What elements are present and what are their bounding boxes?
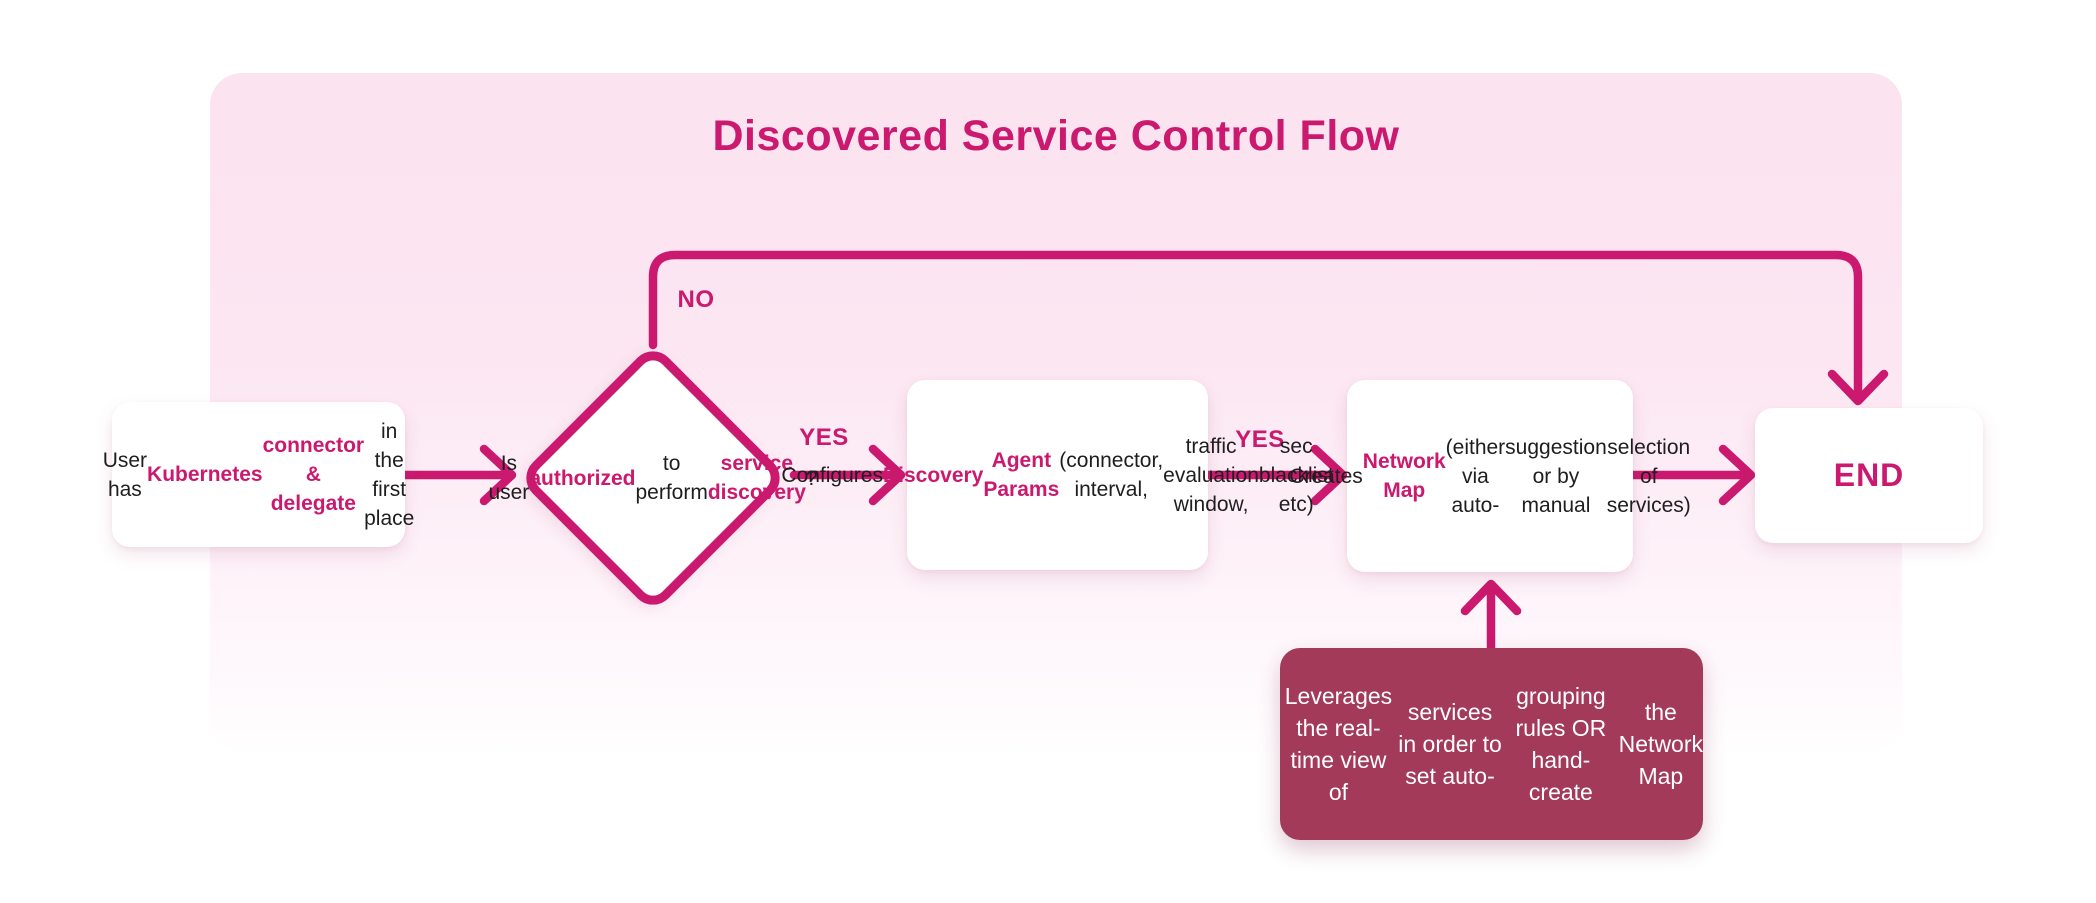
text-segment: Agent Params: [983, 449, 1060, 501]
arrowhead-no-loop: [1827, 369, 1889, 406]
text-segment: grouping rules OR hand-create: [1515, 683, 1607, 805]
text-segment: traffic evaluation window,: [1163, 434, 1259, 516]
node-create-network-map: Creates Network Map(either via auto-sugg…: [1289, 380, 1691, 572]
text-segment: Kubernetes: [147, 463, 263, 486]
text-segment: Network Map: [1362, 450, 1446, 502]
arrowhead-start-to-decision: [479, 444, 517, 506]
text-segment: connector & delegate: [262, 434, 365, 515]
connector-no-loop: [648, 250, 1863, 403]
text-segment: services in order to set auto-: [1398, 699, 1502, 789]
text-segment: sec blacklist etc): [1258, 434, 1334, 516]
text-segment: in the first place: [364, 419, 415, 530]
text-segment: (connector, interval,: [1059, 449, 1164, 501]
text-segment: Discovery: [882, 463, 984, 487]
text-segment: Creates: [1289, 464, 1363, 488]
arrowhead-create-to-end: [1718, 444, 1756, 506]
text-segment: suggestion or by manual: [1505, 435, 1607, 517]
arrowhead-note-to-create: [1460, 579, 1522, 616]
text-segment: service discovery: [707, 452, 806, 504]
text-segment: authorized: [529, 466, 636, 490]
text-segment: Is user: [488, 452, 530, 504]
text-segment: (either via auto-: [1445, 435, 1506, 517]
arrowhead-configure-to-create: [1310, 444, 1348, 506]
text-segment: User has: [102, 448, 148, 501]
text-segment: Leverages the real-time view of: [1284, 683, 1393, 805]
edge-label-no: NO: [677, 286, 715, 313]
node-end: END: [1755, 408, 1983, 543]
text-segment: to perform: [635, 452, 708, 504]
edge-label-yes-configure: YES: [1235, 426, 1285, 453]
page-title: Discovered Service Control Flow: [712, 112, 1400, 160]
text-segment: the Network Map: [1618, 699, 1704, 789]
arrowhead-decision-to-configure: [868, 444, 906, 506]
edge-label-yes-decision: YES: [799, 424, 849, 451]
text-segment: Configures: [781, 463, 883, 487]
text-segment: selection of services): [1606, 435, 1691, 517]
text-segment: ?: [805, 466, 818, 490]
